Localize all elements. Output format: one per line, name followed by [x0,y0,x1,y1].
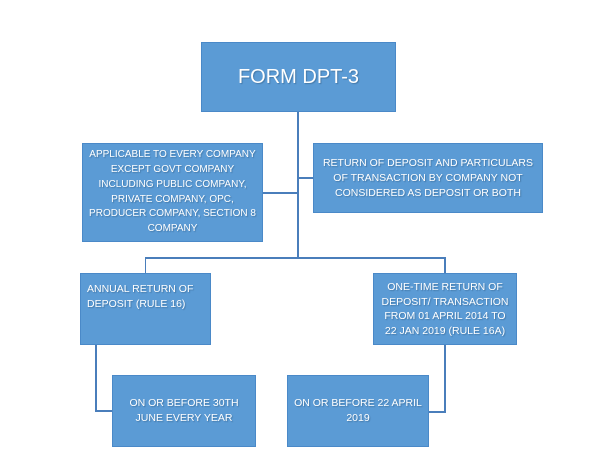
node-annual-due-date: ON OR BEFORE 30TH JUNE EVERY YEAR [112,375,256,447]
connector-root-to-return-box [298,177,313,179]
connector-annual-to-due-vertical [95,345,97,411]
connector-annual-to-due-horizontal [95,410,112,412]
connector-onetime-to-due-vertical [444,345,446,412]
node-return-of-deposit: RETURN OF DEPOSIT AND PARTICULARS OF TRA… [313,143,543,213]
node-one-time-due-date: ON OR BEFORE 22 APRIL 2019 [287,375,429,447]
connector-root-trunk [297,112,299,258]
node-form-dpt3: FORM DPT-3 [201,42,396,112]
connector-split-drop-right [444,257,446,273]
connector-split-horizontal [144,257,446,259]
node-applicability: APPLICABLE TO EVERY COMPANY EXCEPT GOVT … [82,143,263,242]
node-one-time-return-rule16a: ONE-TIME RETURN OF DEPOSIT/ TRANSACTION … [373,273,517,345]
node-annual-return-rule16: ANNUAL RETURN OF DEPOSIT (RULE 16) [80,273,211,345]
connector-split-drop-left [144,257,146,273]
connector-onetime-to-due-horizontal [429,411,446,413]
connector-applicability-to-trunk [263,192,298,194]
